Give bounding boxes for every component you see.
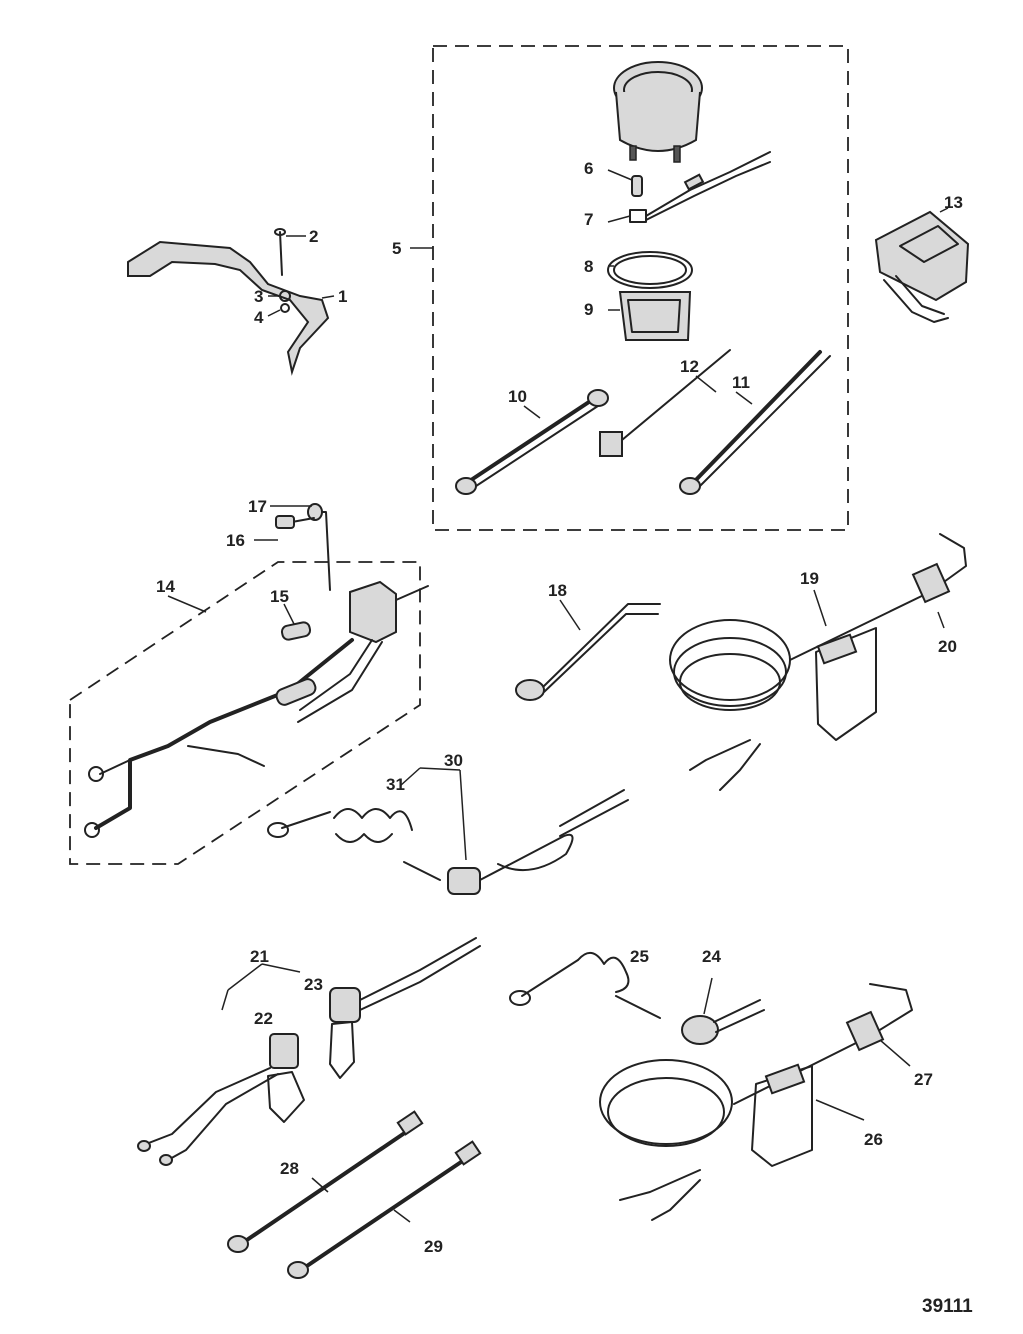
callout-15: 15: [270, 587, 289, 606]
callout-22: 22: [254, 1009, 273, 1028]
cable-28: [227, 1110, 424, 1253]
regulator-harness: [84, 638, 383, 838]
retaining-ring: [607, 251, 693, 289]
regulator-leaders: [167, 505, 312, 625]
callout-7: 7: [584, 210, 593, 229]
mounting-clamp: [618, 291, 692, 341]
lanyard-25: [509, 952, 661, 1019]
harness-11: [679, 350, 831, 495]
callout-9: 9: [584, 300, 593, 319]
mounting-bracket: [127, 228, 330, 376]
callout-29: 29: [424, 1237, 443, 1256]
callout-14: 14: [156, 577, 175, 596]
callout-24: 24: [702, 947, 721, 966]
callout-21: 21: [250, 947, 269, 966]
callout-12: 12: [680, 357, 699, 376]
fuse-holder-15: [280, 621, 312, 641]
bracket-leaders: [267, 235, 335, 317]
gauge-kit-box: [432, 45, 849, 531]
callout-6: 6: [584, 159, 593, 178]
regulator-kit-box: [69, 561, 421, 865]
callout-3: 3: [254, 287, 263, 306]
switch-assembly-21: [137, 963, 305, 1166]
harness-12: [599, 349, 731, 457]
callout-16: 16: [226, 531, 245, 550]
callout-25: 25: [630, 947, 649, 966]
callout-28: 28: [280, 1159, 299, 1178]
cable-29: [287, 1140, 482, 1279]
switch-23: [329, 937, 481, 1079]
callout-18: 18: [548, 581, 567, 600]
callout-20: 20: [938, 637, 957, 656]
callout-8: 8: [584, 257, 593, 276]
harness-18: [515, 599, 661, 701]
callout-labels: 1 2 3 4 5 6 7 8 9 10 11 12 13 14 15 16 1…: [156, 159, 963, 1256]
callout-4: 4: [254, 308, 264, 327]
lamp-socket: [629, 151, 771, 223]
voltage-regulator: [275, 503, 429, 644]
callout-2: 2: [309, 227, 318, 246]
callout-23: 23: [304, 975, 323, 994]
figure-number: 39111: [922, 1296, 973, 1317]
gauge-leaders: [523, 169, 753, 419]
callout-27: 27: [914, 1070, 933, 1089]
callout-13: 13: [944, 193, 963, 212]
callout-1: 1: [338, 287, 347, 306]
harness-10: [455, 389, 609, 495]
callout-5: 5: [392, 239, 401, 258]
rectifier-13: [874, 207, 970, 323]
switch-24: [681, 977, 765, 1045]
callout-11: 11: [732, 373, 750, 392]
trim-sender-19: [669, 533, 967, 791]
callout-17: 17: [248, 497, 267, 516]
callout-26: 26: [864, 1130, 883, 1149]
stop-switch-30: [267, 767, 629, 895]
callout-30: 30: [444, 751, 463, 770]
tachometer-gauge: [613, 61, 703, 163]
callout-10: 10: [508, 387, 527, 406]
trim-sender-26: [599, 983, 913, 1221]
callout-31: 31: [386, 775, 405, 794]
callout-19: 19: [800, 569, 819, 588]
